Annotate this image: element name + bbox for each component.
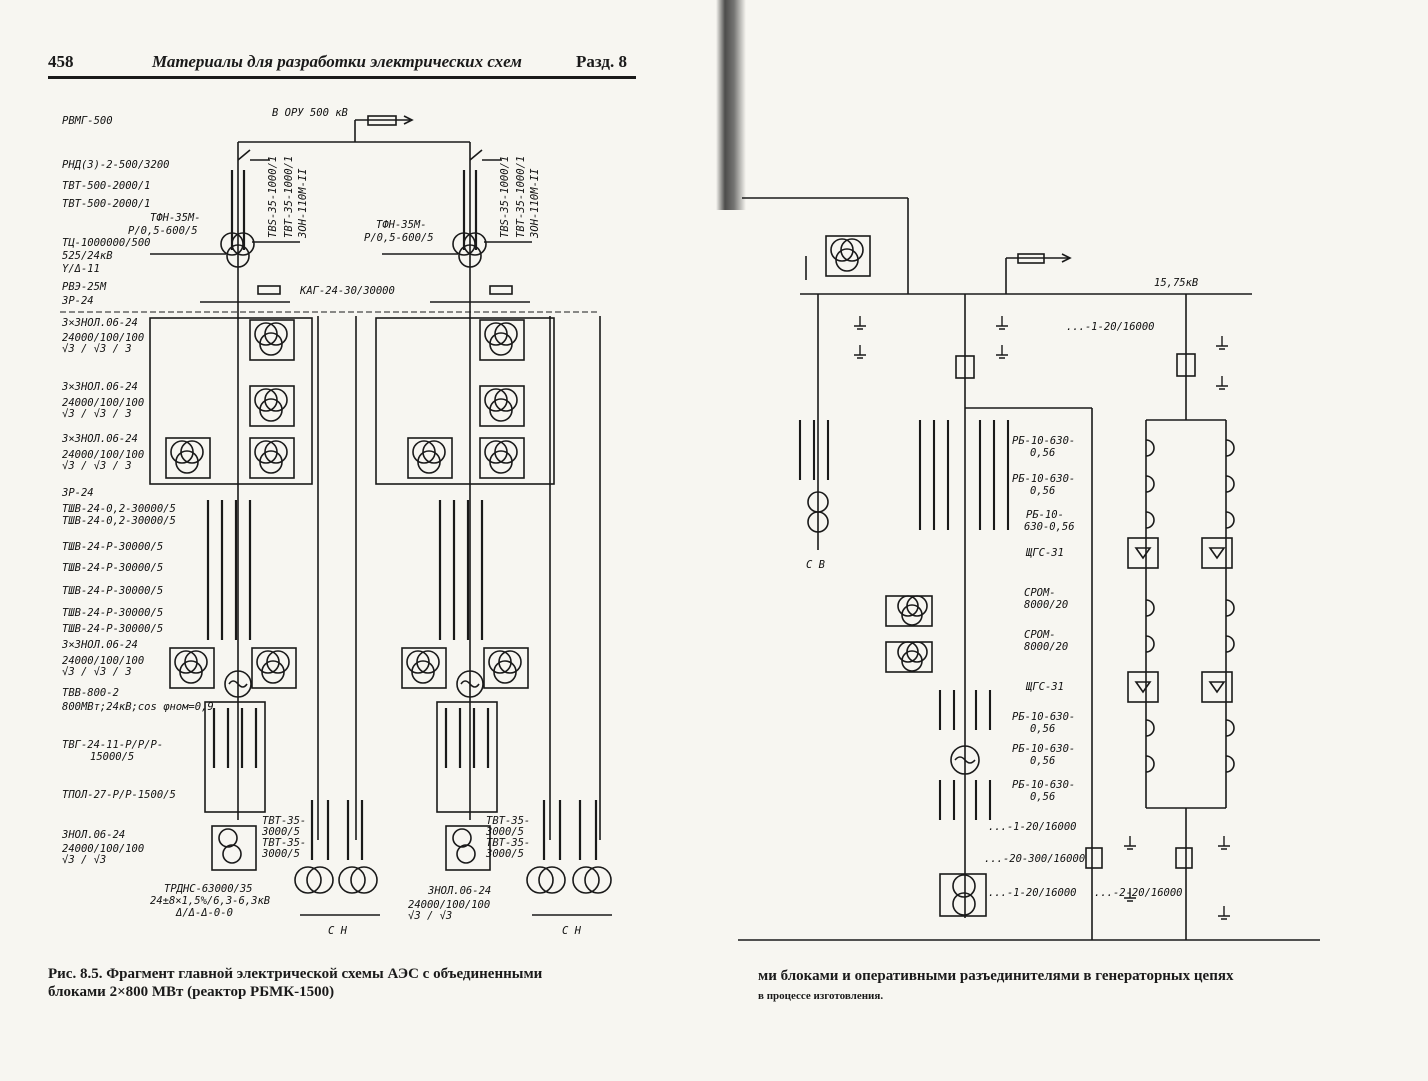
component-label: 3×ЗНОЛ.06-24 — [62, 381, 138, 393]
component-label: ТВВ-800-2 — [62, 687, 119, 699]
fraction-label: 24000/100/100√3 / √3 — [62, 843, 145, 866]
fraction-label: 24000/100/100√3 / √3 / 3 — [62, 397, 145, 420]
component-label: 0,56 — [1030, 755, 1056, 767]
figure-caption-line: блоками 2×800 МВт (реактор РБМК-1500) — [48, 984, 335, 1000]
ору-label: В ОРУ 500 кВ — [272, 107, 348, 119]
component-label: СРОМ- — [1024, 629, 1056, 641]
component-label: ...-2-20/16000 — [1094, 887, 1183, 899]
fraction-label: 24000/100/100√3 / √3 / 3 — [62, 449, 145, 472]
component-label: ...-1-20/16000 — [988, 887, 1077, 899]
component-label: СРОМ- — [1024, 587, 1056, 599]
tvt-vertical-label: ТВS-35-1000/1 — [499, 155, 511, 238]
component-label: 630-0,56 — [1024, 521, 1075, 533]
sn-left-label: С Н — [328, 925, 347, 937]
component-label: РБ-10- — [1026, 509, 1064, 521]
component-label: ТШВ-24-Р-30000/5 — [62, 585, 164, 597]
component-label: РБ-10-630- — [1012, 711, 1076, 723]
component-label: 15000/5 — [90, 751, 135, 763]
component-label: 0,56 — [1030, 485, 1056, 497]
component-label: 3×ЗНОЛ.06-24 — [62, 433, 138, 445]
component-label: ТШВ-24-Р-30000/5 — [62, 623, 164, 635]
component-label: ТШВ-24-Р-30000/5 — [62, 541, 164, 553]
component-label: РВМГ-500 — [62, 115, 113, 127]
component-label: 525/24кВ — [62, 250, 113, 262]
tvt-vertical-label: ЗОН-110М-II — [529, 168, 541, 238]
tfn-right-label: ТФН-35М- — [376, 219, 427, 231]
component-label: ТВТ-500-2000/1 — [62, 180, 151, 192]
page-number: 458 — [48, 52, 74, 71]
component-label: ТШВ-24-Р-30000/5 — [62, 607, 164, 619]
component-label: РВЭ-25М — [62, 281, 107, 293]
header-rule — [48, 76, 636, 79]
fraction-label: 24000/100/100√3 / √3 / 3 — [62, 332, 145, 355]
component-label: Y/Δ-11 — [62, 263, 100, 275]
component-label: ЗНОЛ.06-24 — [62, 829, 126, 841]
component-label: ЗР-24 — [62, 295, 94, 307]
component-label: ЩГС-31 — [1026, 547, 1064, 559]
component-label: РБ-10-630- — [1012, 435, 1076, 447]
component-label: ТЦ-1000000/500 — [62, 237, 151, 249]
component-label: 3×ЗНОЛ.06-24 — [62, 317, 138, 329]
component-label: ЗР-24 — [62, 487, 94, 499]
fraction-label: 24000/100/100√3 / √3 / 3 — [62, 655, 145, 678]
tvt-vertical-label: ТВS-35-1000/1 — [267, 155, 279, 238]
component-label: С В — [806, 559, 825, 571]
component-label: РНД(З)-2-500/3200 — [62, 159, 170, 171]
component-label: 0,56 — [1030, 447, 1056, 459]
component-label: ТШВ-24-0,2-30000/5 — [62, 515, 176, 527]
component-label: 800МВт;24кВ;cos φном=0,9 — [62, 701, 214, 713]
znol-right-label: ЗНОЛ.06-24 — [428, 885, 492, 897]
fraction-label: 24000/100/100√3 / √3 — [408, 899, 491, 922]
tvt-vertical-label: ТВТ-35-1000/1 — [515, 155, 527, 238]
component-label: ТПОЛ-27-Р/Р-1500/5 — [62, 789, 176, 801]
component-label: Δ/Δ-Δ-0-0 — [176, 907, 233, 919]
component-label: Р/0,5-600/5 — [128, 225, 198, 237]
component-label: ТВТ-500-2000/1 — [62, 198, 151, 210]
component-label: РБ-10-630- — [1012, 743, 1076, 755]
page-running-title: Материалы для разработки электрических с… — [152, 52, 522, 71]
figure-caption-line: ми блоками и оперативными разъединителям… — [758, 968, 1234, 984]
component-label: 0,56 — [1030, 791, 1056, 803]
component-label: 8000/20 — [1024, 599, 1069, 611]
component-label: ...-1-20/16000 — [1066, 321, 1155, 333]
component-label: ТШВ-24-0,2-30000/5 — [62, 503, 176, 515]
kag-label: КАГ-24-30/30000 — [300, 285, 395, 297]
component-label: 24±8×1,5%/6,3-6,3кВ — [150, 895, 271, 907]
component-label: ТФН-35М- — [150, 212, 201, 224]
component-label: ТВГ-24-11-Р/Р/Р- — [62, 739, 164, 751]
section-label: Разд. 8 — [576, 52, 628, 71]
component-label: РБ-10-630- — [1012, 779, 1076, 791]
tvt-vertical-label: ТВТ-35-1000/1 — [283, 155, 295, 238]
tvt-vertical-label: ЗОН-110М-II — [297, 168, 309, 238]
book-spine-shadow — [716, 0, 746, 210]
sn-right-label: С Н — [562, 925, 581, 937]
component-label: 0,56 — [1030, 723, 1056, 735]
component-label: 8000/20 — [1024, 641, 1069, 653]
component-label: ТРДНС-63000/35 — [164, 883, 253, 895]
current-transformer-icon — [367, 115, 397, 126]
component-label: ...-1-20/16000 — [988, 821, 1077, 833]
component-label: ТШВ-24-Р-30000/5 — [62, 562, 164, 574]
component-label: РБ-10-630- — [1012, 473, 1076, 485]
component-label: 3×ЗНОЛ.06-24 — [62, 639, 138, 651]
component-label: ЩГС-31 — [1026, 681, 1064, 693]
tfn-right-label: Р/0,5-600/5 — [364, 232, 434, 244]
figure-caption-line: в процессе изготовления. — [758, 990, 884, 1002]
bus-voltage-label: 15,75кВ — [1154, 277, 1199, 289]
component-label: ...-20-300/16000 — [984, 853, 1086, 865]
figure-caption-line: Рис. 8.5. Фрагмент главной электрической… — [48, 966, 543, 982]
